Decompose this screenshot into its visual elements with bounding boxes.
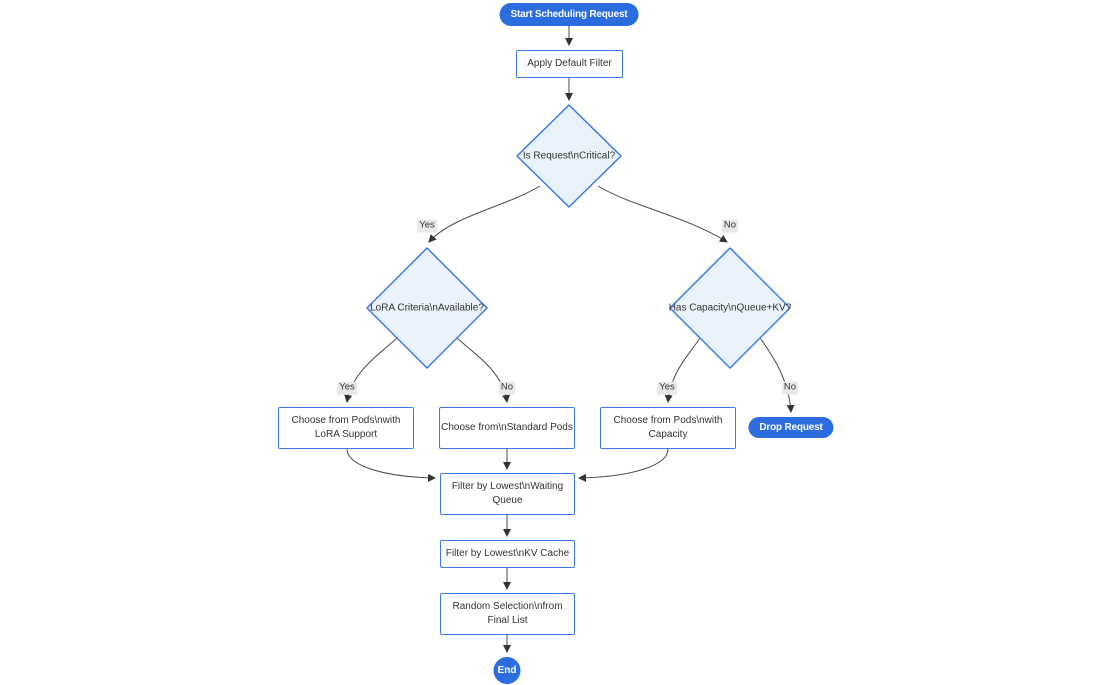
decision-label-has-capacity: Has Capacity\nQueue+KV? — [668, 302, 792, 314]
edge-lora-pods-to-filter — [346, 448, 436, 482]
node-drop-request: Drop Request — [748, 417, 834, 438]
node-apply-default-filter: Apply Default Filter — [516, 50, 623, 78]
node-choose-lora-pods: Choose from Pods\nwith LoRA Support — [278, 407, 414, 449]
node-choose-capacity-pods: Choose from Pods\nwith Capacity — [600, 407, 736, 449]
edge-critical-yes — [428, 185, 541, 243]
node-end: End — [493, 657, 521, 684]
node-random-selection: Random Selection\nfrom Final List — [440, 593, 575, 635]
edge-label-lora-no: No — [498, 381, 516, 395]
edge-critical-no — [597, 185, 728, 243]
decision-diamond-has-capacity — [669, 247, 791, 369]
decision-diamond-lora-criteria — [366, 247, 488, 369]
node-start: Start Scheduling Request — [499, 3, 639, 26]
node-choose-standard-pods: Choose from\nStandard Pods — [439, 407, 575, 449]
decision-diamond-is-critical — [516, 104, 622, 208]
edge-capacity-pods-to-filter — [578, 448, 669, 482]
edge-label-lora-yes: Yes — [337, 381, 357, 395]
edge-label-capacity-yes: Yes — [657, 381, 677, 395]
edge-label-critical-yes: Yes — [417, 219, 437, 233]
edge-capacity-no — [759, 337, 795, 413]
decision-label-is-critical: Is Request\nCritical? — [522, 150, 616, 162]
edge-label-capacity-no: No — [781, 381, 799, 395]
edge-label-critical-no: No — [721, 219, 739, 233]
decision-label-lora-criteria: LoRA Criteria\nAvailable? — [370, 302, 484, 314]
node-filter-kv-cache: Filter by Lowest\nKV Cache — [440, 540, 575, 568]
node-filter-waiting-queue: Filter by Lowest\nWaiting Queue — [440, 473, 575, 515]
